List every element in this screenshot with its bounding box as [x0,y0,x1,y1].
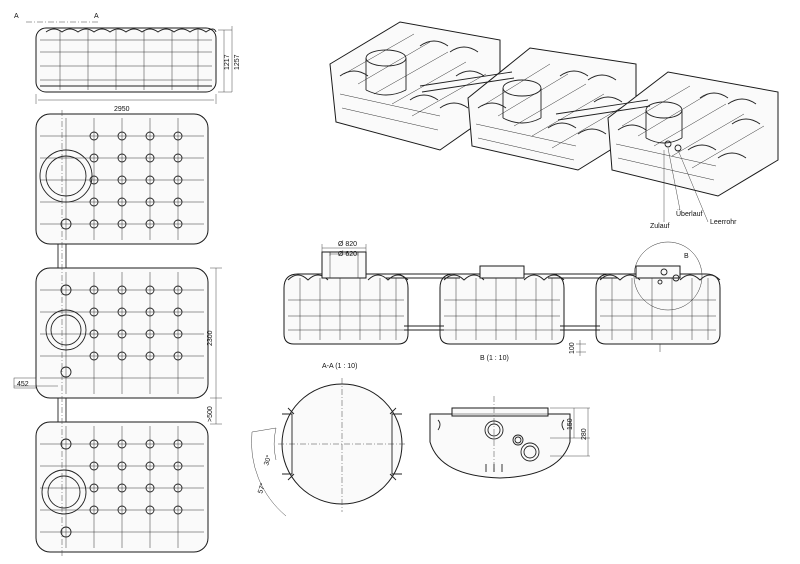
dim-module-label: 2300 [207,330,214,346]
front-elevation [283,241,721,356]
elevation-tank-2 [439,265,565,345]
iso-tank-1 [329,21,501,151]
angle-2-label: 57° [256,482,267,495]
label-drain: Leerrohr [710,219,737,226]
isometric-view [329,21,779,223]
plan-view-column [13,110,222,556]
iso-tank-3 [607,71,779,197]
section-marker-right: A [94,13,99,20]
dim-length-label: 2950 [114,106,130,113]
dim-150-label: 150 [567,418,574,430]
dim-height-2-label: 1257 [234,54,241,70]
iso-leader-lines [663,147,709,223]
detail-marker-b: B [684,253,689,260]
detail-b-callout [633,241,703,311]
label-inlet: Zulauf [650,223,670,230]
dim-height-1-label: 1217 [224,54,231,70]
side-view-top [26,21,233,104]
detail-b-title: B (1 : 10) [480,355,509,362]
plan-connecting-pipes [57,244,67,422]
dim-pipe-label: 452 [17,381,29,388]
angle-1-label: 30° [262,454,273,467]
detail-b-view [429,396,590,479]
elevation-tank-1 [283,251,409,345]
dia-outer-label: Ø 820 [338,241,357,248]
dim-gap-label: 100 [569,342,576,354]
section-marker-left: A [14,13,19,20]
iso-connecting-pipes [419,71,651,121]
section-aa-view [251,378,406,517]
dia-inner-label: Ø 620 [338,251,357,258]
section-aa-title: A-A (1 : 10) [322,363,357,370]
plan-module-1 [35,113,209,245]
elevation-tank-3 [595,265,721,352]
elevation-connecting-pipes [386,273,618,331]
plan-module-2 [35,267,209,399]
dim-280-label: 280 [581,428,588,440]
label-overflow: Überlauf [676,210,703,218]
plan-module-3 [35,421,209,553]
dim-spacing-label: >500 [207,406,214,422]
